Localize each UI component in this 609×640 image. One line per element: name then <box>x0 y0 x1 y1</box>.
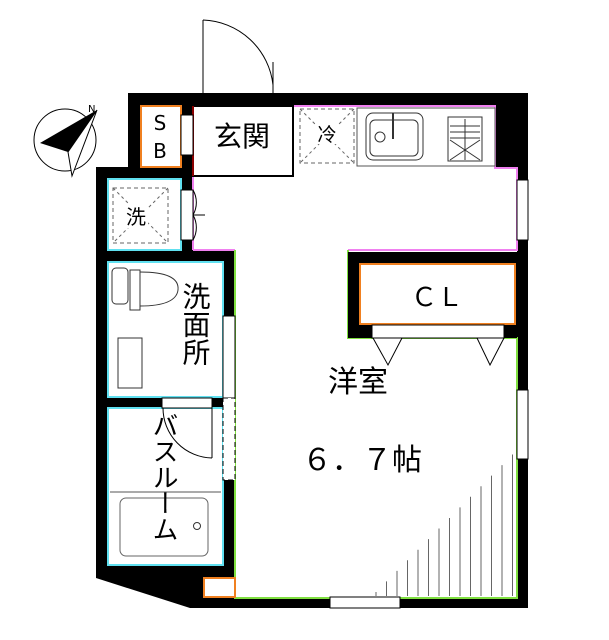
closet <box>359 263 516 325</box>
bathroom-door-icon <box>162 407 213 459</box>
window <box>516 179 529 241</box>
entrance <box>192 105 294 177</box>
stairs <box>375 454 513 596</box>
main-interior <box>193 106 517 598</box>
closet-label: ＣＬ <box>411 283 463 313</box>
bathtub-icon <box>119 497 209 557</box>
shoe-box-label-s: S <box>154 111 167 135</box>
north-label: N <box>88 104 95 115</box>
bathroom-label: バスルーム <box>148 412 178 542</box>
toilet-icon <box>111 267 179 311</box>
fridge <box>299 108 355 164</box>
stove-icon <box>447 116 483 162</box>
window <box>516 389 529 460</box>
western-room-label: 洋室 <box>328 365 388 400</box>
washer-label: 洗 <box>126 205 146 229</box>
closet-door-icon <box>372 337 403 367</box>
compass-icon: N <box>33 104 98 178</box>
bathroom <box>107 407 224 566</box>
wash-basin-icon <box>117 337 143 389</box>
shoe-box-label-b: B <box>153 139 167 163</box>
entrance-door <box>202 19 274 93</box>
small-storage <box>203 577 236 598</box>
window <box>329 596 401 609</box>
fridge-label: 冷 <box>317 124 336 146</box>
double-door-icon <box>192 189 205 241</box>
washroom <box>107 261 224 398</box>
shoe-box <box>140 105 182 168</box>
western-room-size: ６．７帖 <box>302 443 422 478</box>
washroom-label: 洗面所 <box>179 282 212 366</box>
sink-icon <box>365 112 424 161</box>
closet-door-icon <box>476 337 505 367</box>
entrance-label: 玄関 <box>214 120 270 153</box>
